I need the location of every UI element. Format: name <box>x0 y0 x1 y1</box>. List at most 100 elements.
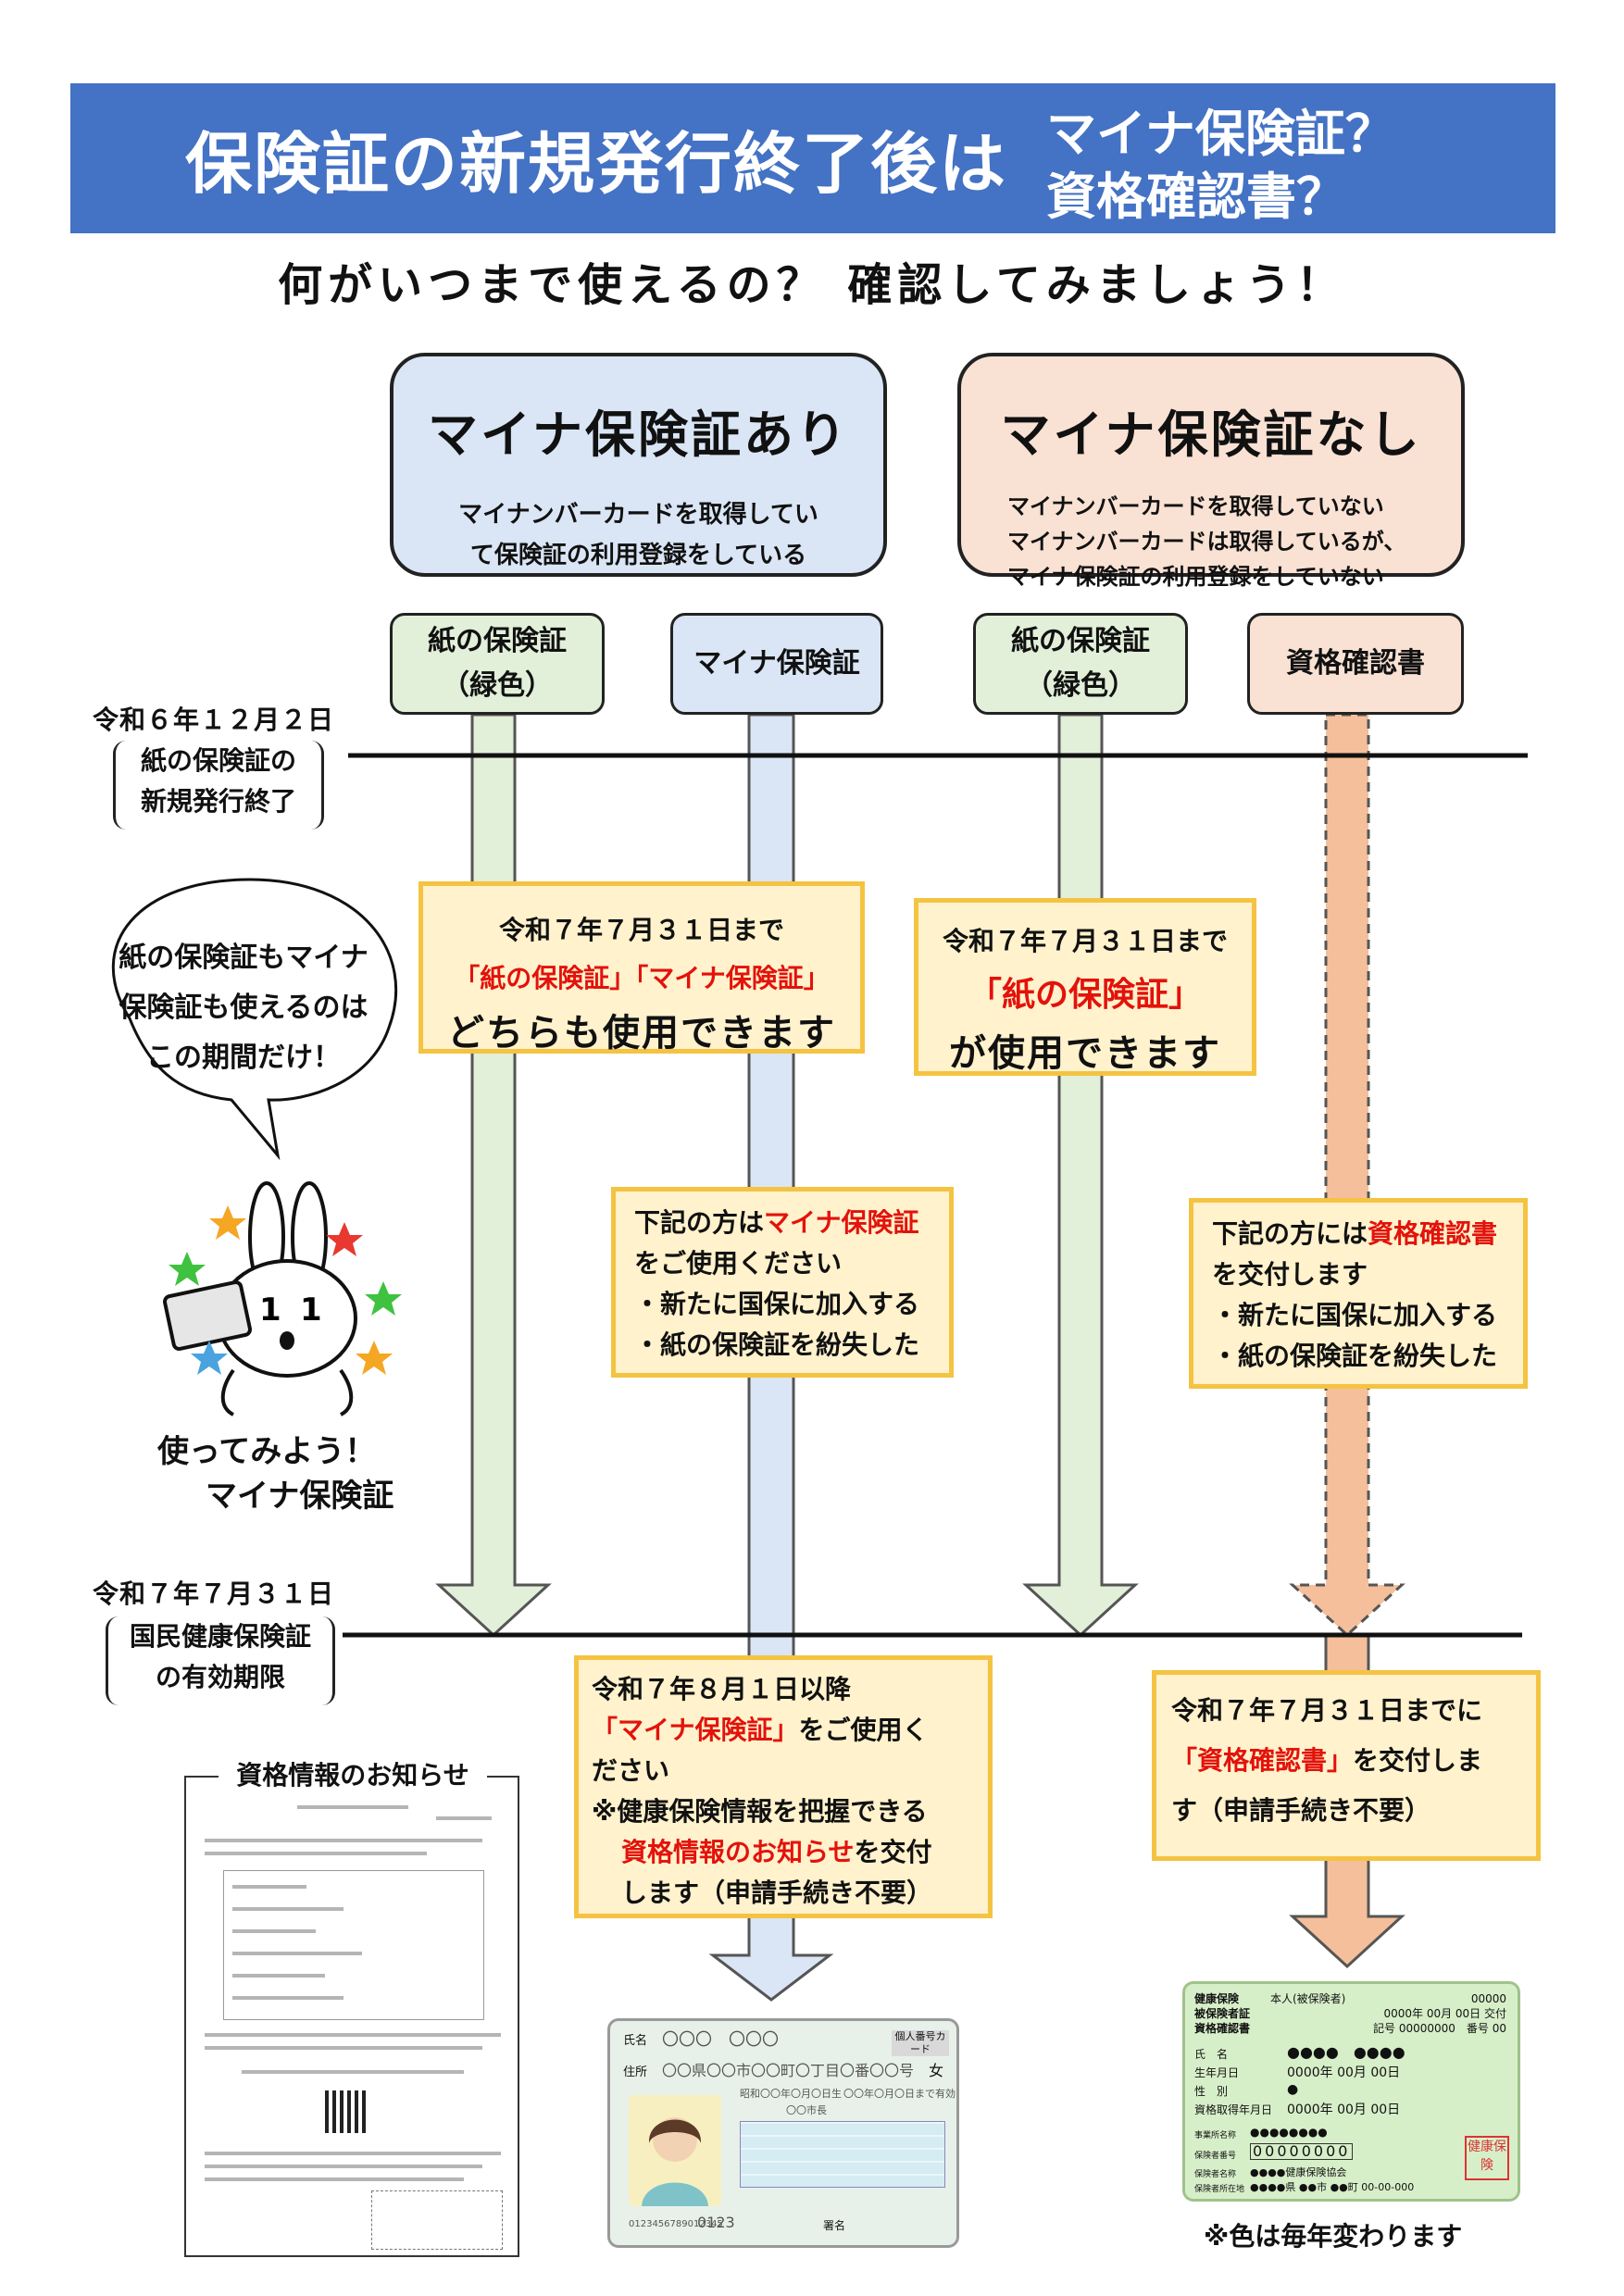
hcard-acq-value: 0000年 00月 00日 <box>1287 2103 1401 2117</box>
info-box-after-august-line2a: 「マイナ保険証」 <box>592 1715 799 1745</box>
mascot-caption-line1: 使ってみよう！ <box>157 1433 377 1470</box>
info-box-qualification-line3: ・新たに国保に加入する <box>1212 1300 1498 1330</box>
hcard-sex-label: 性 別 <box>1194 2085 1229 2098</box>
milestone-2025-desc-line1: 国民健康保険証 <box>129 1621 311 1652</box>
mycard-sex-value: 女 <box>929 2062 944 2079</box>
speech-bubble-text: 紙の保険証もマイナ 保険証も使えるのは この期間だけ！ <box>100 933 387 1083</box>
speech-bubble <box>111 878 398 1161</box>
info-box-qualification-issue-line2: 「資格確認書」を交付しま <box>1171 1736 1536 1786</box>
mycard-addr-label: 住所 <box>623 2065 648 2079</box>
category-without-myna: マイナ保険証なし マイナンバーカードを取得していない マイナンバーカードは取得し… <box>957 353 1465 590</box>
info-box-after-august-line2b: をご使用く <box>798 1715 929 1745</box>
info-box-after-august-line6: します（申請手続き不要） <box>621 1878 933 1908</box>
info-box-after-august-line5: 資格情報のお知らせを交付 <box>592 1832 988 1873</box>
info-box-qualification-issue-line2a: 「資格確認書」 <box>1171 1745 1354 1776</box>
mycard-serial: 0123456789012345 <box>629 2219 723 2229</box>
hcard-dob-value: 0000年 00月 00日 <box>1287 2065 1401 2080</box>
info-box-qualification-line1: 下記の方には資格確認書 <box>1212 1214 1523 1254</box>
hcard-person: 本人(被保険者) <box>1270 1992 1346 2005</box>
info-box-qualification-issue: 令和７年７月３１日までに 「資格確認書」を交付しま す（申請手続き不要） <box>1152 1670 1541 1861</box>
info-box-myna-line4: ・紙の保険証を紛失した <box>634 1329 920 1360</box>
card-header-paper-1: 紙の保険証 （緑色） <box>390 613 605 715</box>
mycard-name-label: 氏名 <box>623 2034 648 2048</box>
orange-dashed-bar-qualification <box>1289 713 1405 1638</box>
info-box-paper-line3: が使用できます <box>949 1032 1221 1075</box>
color-change-note: ※色は毎年変わります <box>1204 2221 1463 2252</box>
info-box-after-august-line5a: 資格情報のお知らせ <box>621 1837 855 1867</box>
card-header-paper-2-line2: （緑色） <box>1025 669 1136 702</box>
hcard-stamp: 健康保険 <box>1465 2136 1509 2180</box>
card-header-qualification-label: 資格確認書 <box>1286 647 1425 680</box>
info-box-myna-line1a: 下記の方は <box>634 1207 765 1238</box>
milestone-2025-desc: 国民健康保険証 の有効期限 <box>106 1616 335 1705</box>
category-without-desc-line1: マイナンバーカードを取得していない <box>1007 493 1384 519</box>
mycard-number: 0123 <box>697 2214 735 2231</box>
card-header-paper-1-line1: 紙の保険証 <box>428 625 567 657</box>
header-banner <box>70 83 1555 233</box>
svg-text:1: 1 <box>259 1292 281 1329</box>
hcard-dob-label: 生年月日 <box>1194 2066 1240 2079</box>
info-box-paper-line2: 「紙の保険証」 <box>968 976 1202 1014</box>
qualification-notice-title: 資格情報のお知らせ <box>219 1755 487 1792</box>
info-box-after-august-line4: ※健康保険情報を把握できる <box>592 1796 928 1827</box>
hcard-insurer-addr-label: 保険者所在地 <box>1194 2185 1245 2194</box>
card-header-paper-2-line1: 紙の保険証 <box>1011 625 1150 657</box>
mycard-city: 〇〇市長 <box>786 2104 827 2116</box>
hcard-office-label: 事業所名称 <box>1194 2131 1237 2140</box>
hcard-title-3: 資格確認書 <box>1194 2022 1251 2035</box>
milestone-2024-desc-line1: 紙の保険証の <box>140 745 296 776</box>
info-box-myna-line2: をご使用ください <box>634 1248 843 1279</box>
info-box-both-line1: 令和７年７月３１日まで <box>498 915 784 945</box>
mycard-expiry: 〇〇年〇月〇日まで有効 <box>843 2088 956 2100</box>
hcard-insurer-addr-value: ●●●●県 ●●市 ●●町 00-00-000 <box>1250 2181 1415 2193</box>
info-box-qualification-guidance: 下記の方には資格確認書 を交付します ・新たに国保に加入する ・紙の保険証を紛失… <box>1189 1198 1528 1389</box>
info-box-both-line2: 「紙の保険証」「マイナ保険証」 <box>454 963 830 993</box>
page-subtitle: 何がいつまで使えるの？ 確認してみましょう！ <box>278 259 1346 311</box>
info-box-qualification-line2: を交付します <box>1212 1259 1368 1290</box>
green-arrow-paper-2 <box>1022 713 1139 1638</box>
info-box-after-august-line1: 令和７年８月１日以降 <box>592 1674 852 1704</box>
mycard-birth: 昭和〇〇年〇月〇日生 <box>740 2088 842 2100</box>
info-box-qualification-line4: ・紙の保険証を紛失した <box>1212 1341 1498 1371</box>
speech-bubble-line1: 紙の保険証もマイナ <box>119 942 369 974</box>
info-box-paper-line1: 令和７年７月３１日まで <box>942 926 1228 956</box>
card-header-paper-1-line2: （緑色） <box>442 669 553 702</box>
info-box-myna-line3: ・新たに国保に加入する <box>634 1289 920 1319</box>
header-title: 保険証の新規発行終了後は <box>185 125 1008 203</box>
mascot-rabbit-icon: 1 1 <box>163 1181 402 1416</box>
hcard-issue: 0000年 00月 00日 交付 <box>1383 2007 1506 2020</box>
info-box-both-line3: どちらも使用できます <box>447 1012 836 1054</box>
info-box-after-august: 令和７年８月１日以降 「マイナ保険証」をご使用く ださい ※健康保険情報を把握で… <box>574 1655 993 1918</box>
info-box-myna-guidance: 下記の方はマイナ保険証 をご使用ください ・新たに国保に加入する ・紙の保険証を… <box>611 1187 954 1378</box>
category-with-myna: マイナ保険証あり マイナンバーカードを取得してい て保険証の利用登録をしている <box>390 353 887 577</box>
category-without-title: マイナ保険証なし <box>1000 406 1422 464</box>
mascot-caption-line2: マイナ保険証 <box>206 1478 394 1515</box>
info-box-after-august-line2: 「マイナ保険証」をご使用く <box>592 1710 988 1751</box>
hcard-name-value: ●●●● ●●●● <box>1287 2043 1405 2061</box>
milestone-2024-desc: 紙の保険証の 新規発行終了 <box>113 741 324 830</box>
hcard-sex-value: ● <box>1287 2082 1299 2097</box>
info-box-qualification-issue-line3: す（申請手続き不要） <box>1171 1795 1431 1826</box>
info-box-paper-usable: 令和７年７月３１日まで 「紙の保険証」 が使用できます <box>914 898 1256 1076</box>
mycard-info-area <box>740 2121 945 2188</box>
info-box-qualification-issue-line1: 令和７年７月３１日までに <box>1171 1695 1483 1726</box>
hcard-insurer-name-value: ●●●●健康保険協会 <box>1250 2166 1347 2178</box>
hcard-insurer-no-label: 保険者番号 <box>1194 2152 1237 2161</box>
info-box-after-august-line3: ださい <box>592 1755 670 1786</box>
hcard-title-2: 被保険者証 <box>1194 2007 1251 2020</box>
mycard-badge: 個人番号カード <box>892 2030 949 2056</box>
header-subtitle-myna: マイナ保険証？ <box>1046 105 1395 163</box>
hcard-mark: 記号 00000000 番号 00 <box>1373 2022 1506 2035</box>
mycard-name-value: 〇〇〇 〇〇〇 <box>662 2030 779 2050</box>
category-with-desc-line2: て保険証の利用登録をしている <box>469 542 807 569</box>
card-header-myna: マイナ保険証 <box>670 613 883 715</box>
card-header-qualification: 資格確認書 <box>1247 613 1464 715</box>
category-with-title: マイナ保険証あり <box>428 406 849 464</box>
hcard-code: 00000 <box>1470 1992 1506 2005</box>
info-box-myna-line1b: マイナ保険証 <box>764 1207 919 1238</box>
info-box-qualification-line1b: 資格確認書 <box>1368 1218 1498 1249</box>
info-box-both-usable: 令和７年７月３１日まで 「紙の保険証」「マイナ保険証」 どちらも使用できます <box>418 881 865 1054</box>
hcard-office-value: ●●●●●●●● <box>1250 2126 1328 2139</box>
category-without-desc-line3: マイナ保険証の利用登録をしていない <box>1007 564 1384 590</box>
speech-bubble-line2: 保険証も使えるのは <box>119 992 369 1024</box>
